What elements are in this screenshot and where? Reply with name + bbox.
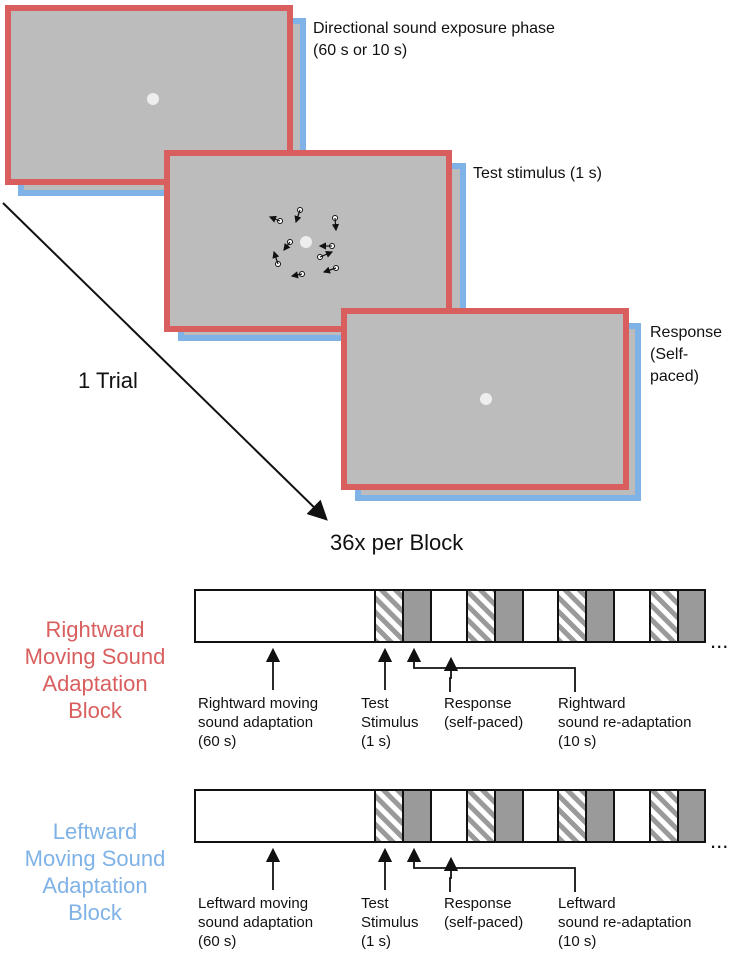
test-segment <box>557 589 587 643</box>
rightward-test-caption: Test Stimulus (1 s) <box>361 695 419 750</box>
repeat-label: 36x per Block <box>330 530 464 555</box>
readapt-segment <box>402 789 432 843</box>
rightward-block-title: Rightward Moving Sound Adaptation Block <box>24 617 166 723</box>
exposure-phase-label: Directional sound exposure phase (60 s o… <box>313 20 555 59</box>
rightward-ellipsis: ... <box>710 628 729 653</box>
readapt-segment <box>494 789 524 843</box>
rightward-block-bar <box>194 589 706 643</box>
rightward-response-caption: Response (self-paced) <box>444 695 524 731</box>
fixation-dot <box>480 393 492 405</box>
rightward-readapt-caption: Rightward sound re-adaptation (10 s) <box>558 695 692 750</box>
test-stimulus-label: Test stimulus (1 s) <box>473 165 602 182</box>
response-label: Response (Self- paced) <box>650 324 723 385</box>
readapt-segment <box>585 789 615 843</box>
trial-label: 1 Trial <box>78 368 138 393</box>
test-segment <box>557 789 587 843</box>
leftward-ellipsis: ... <box>710 828 729 853</box>
leftward-block-title: Leftward Moving Sound Adaptation Block <box>24 819 166 925</box>
leftward-test-caption: Test Stimulus (1 s) <box>361 895 419 950</box>
leftward-block-bar <box>194 789 706 843</box>
leftward-block-pointers <box>265 847 576 892</box>
test-segment <box>466 589 496 643</box>
test-segment <box>649 789 679 843</box>
leftward-adaptation-caption: Leftward moving sound adaptation (60 s) <box>198 895 314 950</box>
test-segment <box>649 589 679 643</box>
motion-arrow <box>331 217 340 232</box>
readapt-segment <box>402 589 432 643</box>
test-segment <box>374 789 404 843</box>
test-segment <box>374 589 404 643</box>
exposure-screen <box>5 5 293 185</box>
readapt-segment <box>677 589 706 643</box>
readapt-segment <box>677 789 706 843</box>
rightward-block-pointers <box>265 647 576 692</box>
rightward-adaptation-caption: Rightward moving sound adaptation (60 s) <box>198 695 319 750</box>
motion-arrow <box>322 266 337 274</box>
readapt-segment <box>585 589 615 643</box>
test-segment <box>466 789 496 843</box>
leftward-readapt-caption: Leftward sound re-adaptation (10 s) <box>558 895 692 950</box>
leftward-response-caption: Response (self-paced) <box>444 895 524 931</box>
fixation-dot <box>147 93 159 105</box>
readapt-segment <box>494 589 524 643</box>
response-screen <box>341 308 629 490</box>
